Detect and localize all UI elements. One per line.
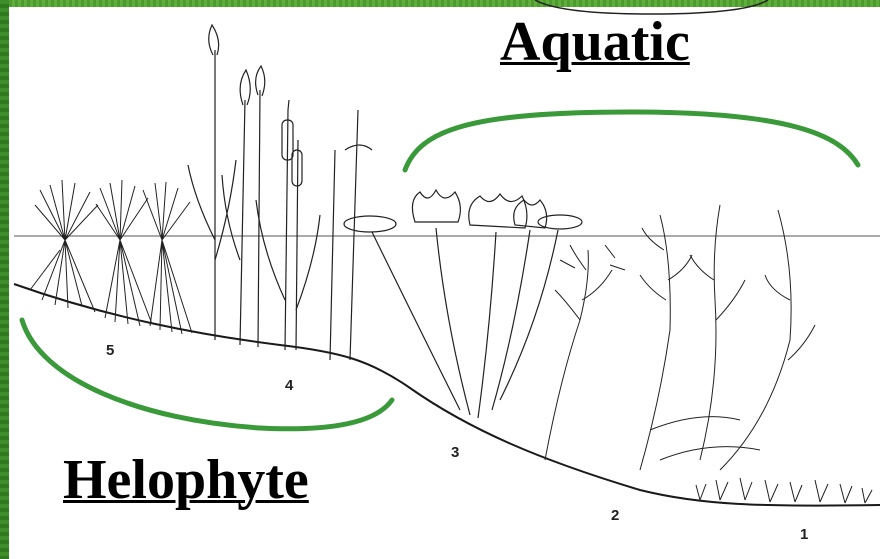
zone-label-1: 1 <box>800 527 808 542</box>
helophyte-heading: Helophyte <box>63 452 309 508</box>
zone-label-4: 4 <box>285 378 293 393</box>
zone-label-3: 3 <box>451 445 459 460</box>
submerged-pondweed-icon <box>545 205 815 470</box>
aquatic-heading: Aquatic <box>500 14 690 70</box>
aquatic-bracket <box>405 112 858 170</box>
stonewort-icon <box>696 478 872 503</box>
cattail-plant-icon <box>256 100 320 350</box>
reed-plant-icon <box>188 25 372 360</box>
water-lily-icon <box>344 190 582 418</box>
rush-plant-icon <box>30 180 192 334</box>
helophyte-bracket <box>22 320 392 429</box>
zone-label-5: 5 <box>106 343 114 358</box>
zone-label-2: 2 <box>611 508 619 523</box>
